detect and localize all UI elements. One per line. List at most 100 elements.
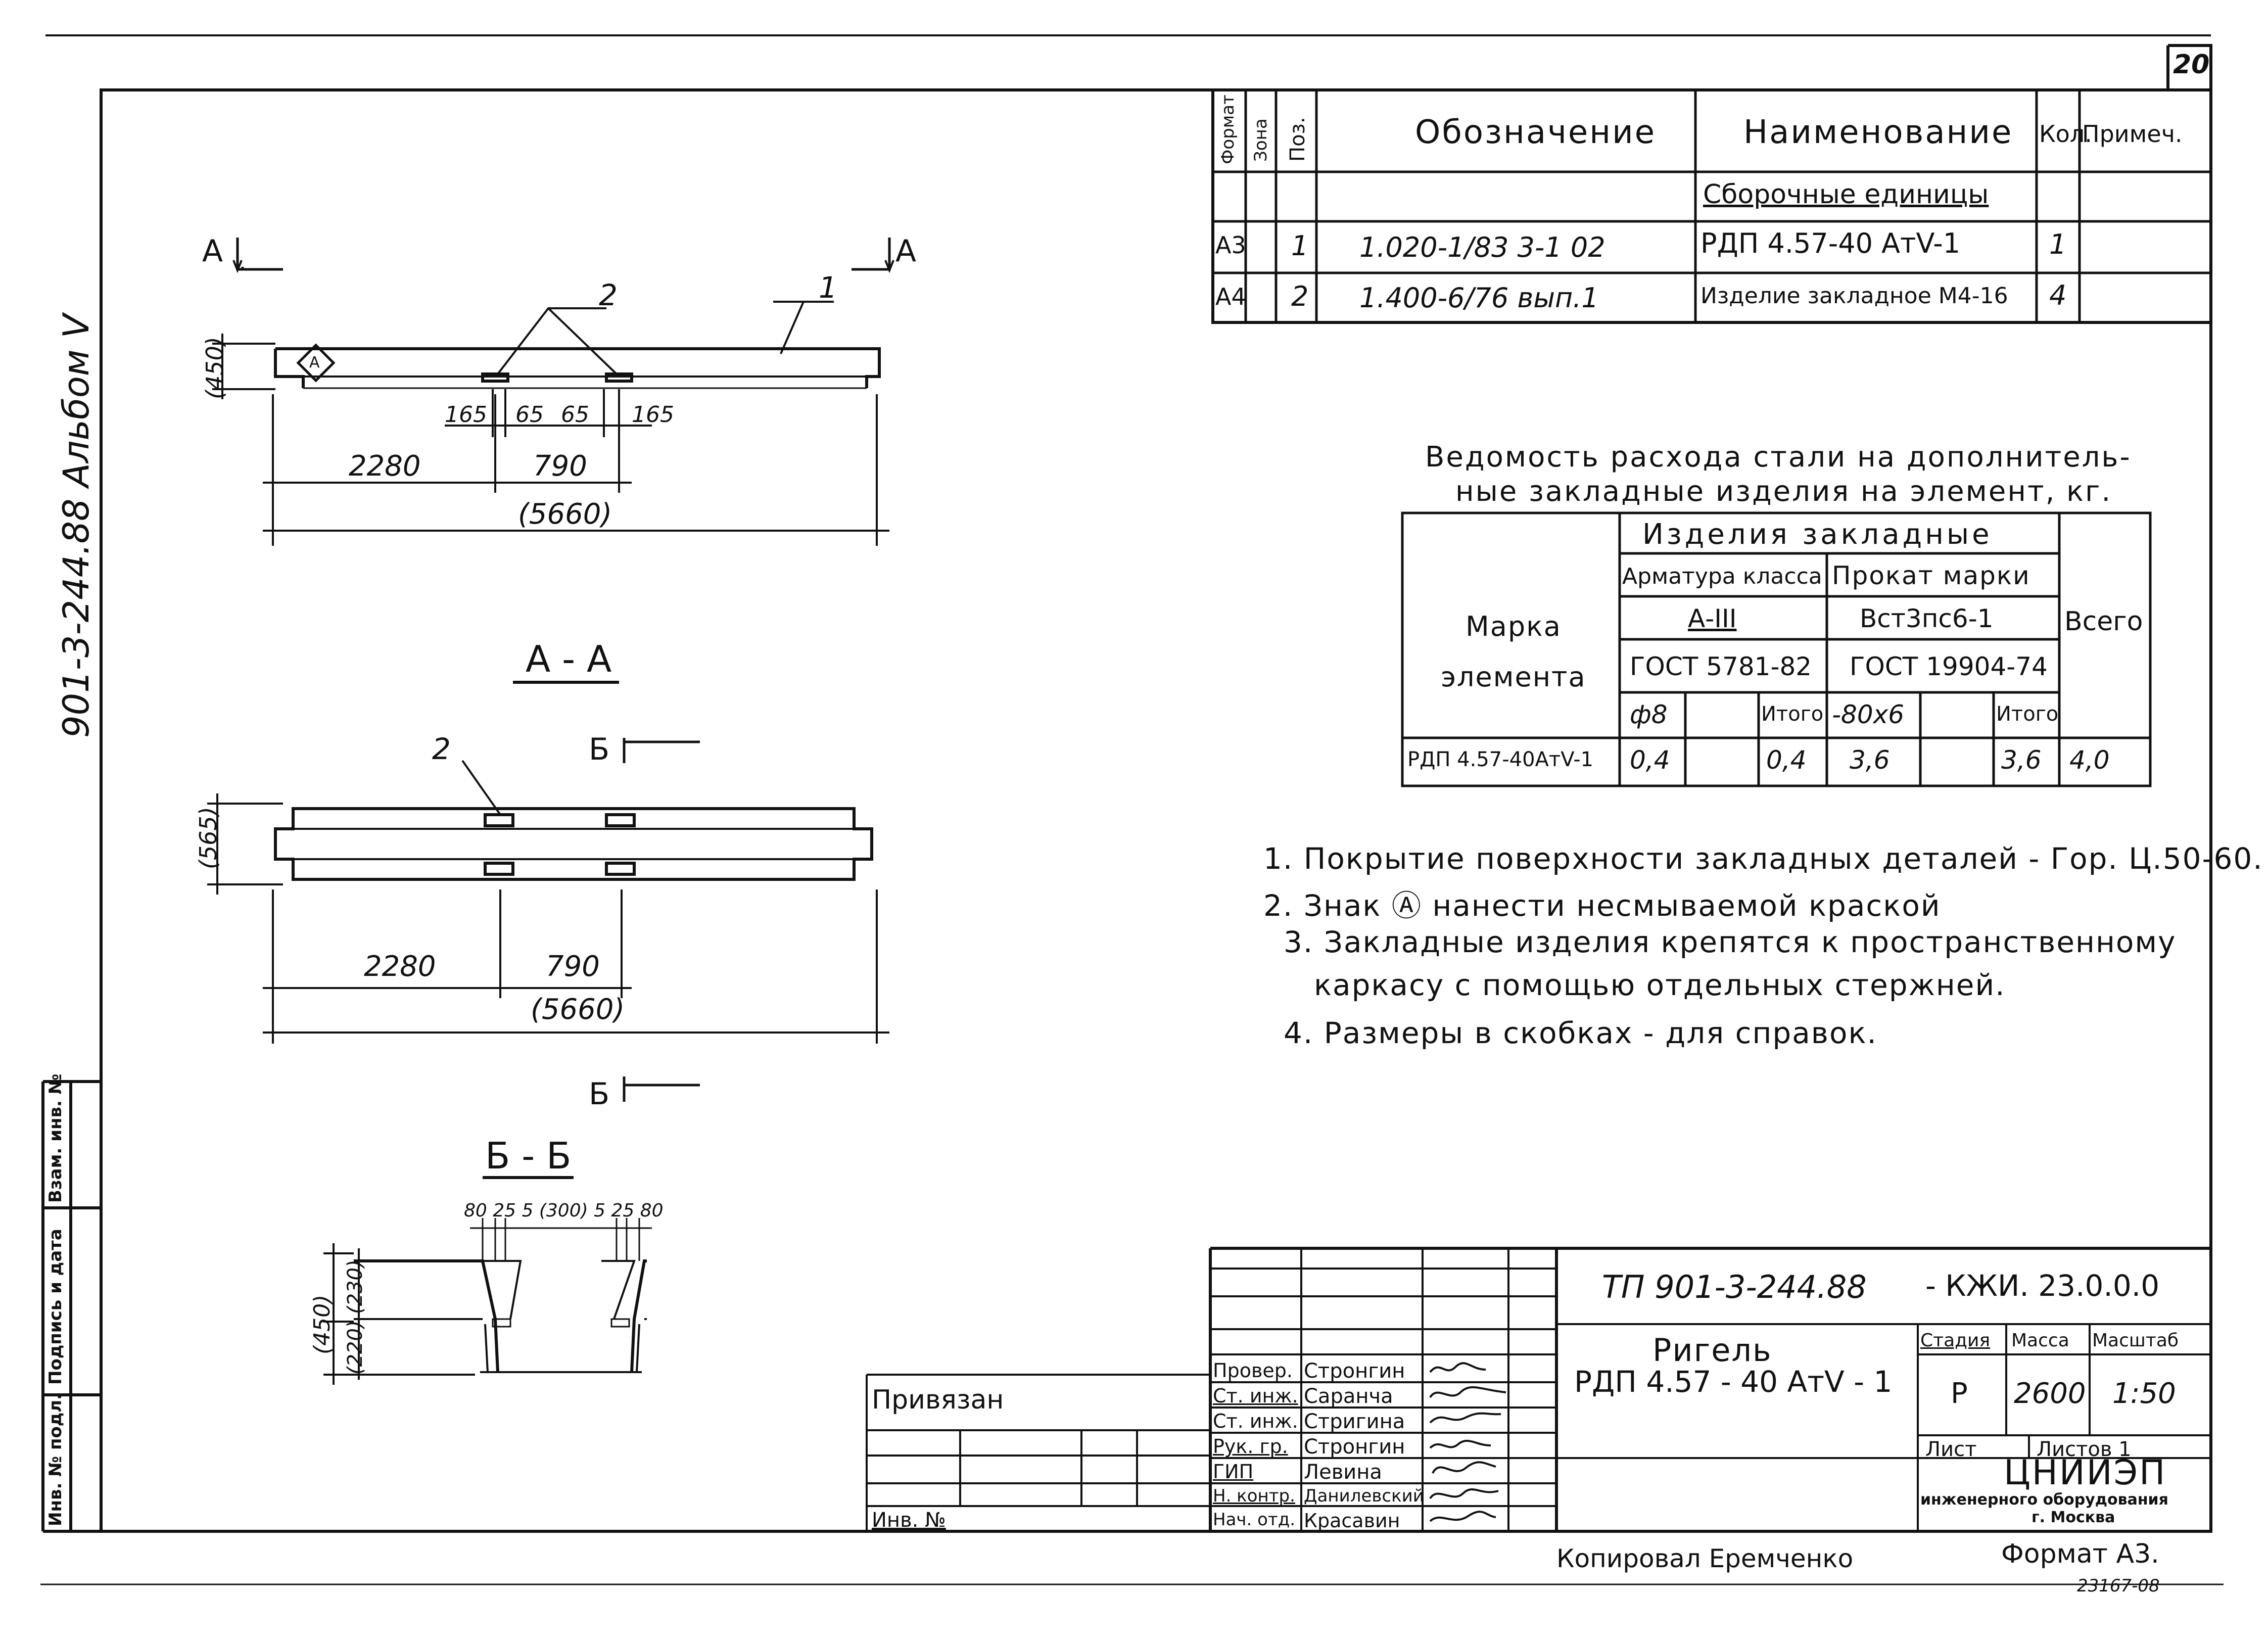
side-strip-vzam-inv: Взам. инв. № [45, 1073, 66, 1203]
diamond-mark [296, 343, 336, 383]
spec-row-1-pos: 1 [1291, 230, 1309, 262]
spec-row-2-designation: 1.400-6/76 вып.1 [1359, 282, 1599, 314]
spec-row-1-format: А3 [1215, 231, 1246, 259]
spec-row-2-qty: 4 [2049, 279, 2067, 311]
note-2: 2. Знак Ⓐ нанести несмываемой краской [1263, 888, 1941, 923]
part-title-1: Ригель [1652, 1332, 1772, 1369]
doc-code: ТП 901-3-244.88 [1602, 1269, 1867, 1305]
stage-value: Р [1951, 1377, 1968, 1410]
org-name: ЦНИИЭП [2004, 1453, 2167, 1493]
steel-title-1: Ведомость расхода стали на дополнитель- [1425, 441, 2132, 474]
beam-elevation [212, 238, 894, 546]
section-a-mark-left: А [202, 233, 223, 269]
embed-item-mid-2 [605, 813, 636, 827]
privyazan-label: Привязан [872, 1385, 1004, 1415]
steel-itogo-rebar: Итого [1761, 702, 1824, 726]
signatures [1429, 1362, 1506, 1522]
steel-total-header: Всего [2064, 606, 2143, 637]
spec-row-1-designation: 1.020-1/83 3-1 02 [1359, 231, 1605, 263]
note-4: 4. Размеры в скобках - для справок. [1284, 1016, 1877, 1050]
staff-role-2: Ст. инж. [1213, 1385, 1298, 1407]
dim-220-bottom: (220) [344, 1320, 367, 1375]
section-b-mark-bottom: Б [589, 1076, 610, 1112]
spec-header-designation: Обозначение [1415, 114, 1657, 151]
staff-role-7: Нач. отд. [1213, 1510, 1296, 1530]
staff-name-2: Саранча [1304, 1385, 1393, 1408]
archive-number: 23167-08 [2077, 1576, 2160, 1596]
mass-value: 2600 [2014, 1377, 2086, 1410]
embed-item-top-2 [605, 372, 633, 383]
steel-rebar-gost: ГОСТ 5781-82 [1630, 652, 1812, 681]
steel-rolled-gost: ГОСТ 19904-74 [1850, 652, 2048, 681]
dim-790-top: 790 [533, 450, 587, 483]
inv-no-label: Инв. № [872, 1509, 946, 1532]
staff-role-1: Провер. [1213, 1359, 1293, 1382]
embed-item-mid-3 [484, 862, 514, 876]
steel-rolled-size: -80х6 [1832, 700, 1905, 729]
dim-height-top: (450) [201, 337, 228, 399]
spec-row-2-pos: 2 [1291, 280, 1309, 312]
side-strip-sign-date: Подпись и дата [45, 1229, 66, 1385]
dim-790-mid: 790 [546, 950, 600, 983]
steel-row-rolled-total: 3,6 [2001, 745, 2042, 775]
page-number-box [2166, 44, 2212, 90]
diamond-letter: А [309, 354, 320, 371]
side-strip [41, 1080, 101, 1533]
dim-450-bottom: (450) [309, 1294, 335, 1354]
steel-rebar-grade: А-III [1688, 604, 1737, 633]
album-label: 901-3-244.88 Альбом V [56, 314, 97, 738]
staff-role-6: Н. контр. [1213, 1486, 1295, 1506]
doc-suffix: - КЖИ. 23.0.0.0 [1925, 1269, 2160, 1303]
section-b-mark-top: Б [589, 732, 610, 767]
scale-value: 1:50 [2112, 1377, 2176, 1410]
scale-label: Масштаб [2092, 1330, 2179, 1351]
spec-header-note: Примеч. [2082, 120, 2183, 148]
steel-rebar-class: Арматура класса [1622, 564, 1822, 589]
note-3-cont: каркасу с помощью отдельных стержней. [1314, 968, 2006, 1002]
spec-header-name: Наименование [1743, 114, 2013, 151]
steel-rebar-dia: ф8 [1630, 700, 1668, 729]
format-label: Формат А3. [2001, 1539, 2159, 1569]
steel-row-mark: РДП 4.57-40АтV-1 [1407, 748, 1594, 771]
title-block-frame [866, 1247, 2211, 1531]
spec-section-title: Сборочные единицы [1703, 179, 1989, 210]
staff-role-4: Рук. гр. [1213, 1435, 1288, 1458]
dim-65-left: 65 [515, 402, 544, 428]
steel-row-rebar-total: 0,4 [1766, 745, 1807, 775]
steel-row-rebar: 0,4 [1630, 745, 1670, 775]
copied-by: Копировал Еремченко [1556, 1544, 1854, 1573]
steel-title-2: ные закладные изделия на элемент, кг. [1455, 475, 2112, 508]
dim-total-top: (5660) [518, 498, 612, 531]
spec-header-zone: Зона [1251, 118, 1271, 162]
spec-row-1-name: РДП 4.57-40 АтV-1 [1700, 227, 1961, 259]
embed-item-top-1 [481, 372, 509, 383]
steel-col-mark: Марка элемента [1441, 611, 1586, 693]
spec-header-pos: Поз. [1286, 117, 1309, 162]
staff-name-5: Левина [1304, 1461, 1382, 1484]
dim-230-bottom: (230) [344, 1259, 367, 1314]
dim-2280-mid: 2280 [364, 950, 436, 983]
steel-rolled-grade: Вст3пс6-1 [1860, 604, 1994, 633]
part-title-2: РДП 4.57 - 40 АтV - 1 [1574, 1365, 1893, 1399]
staff-name-7: Красавин [1304, 1510, 1400, 1532]
spec-row-2-format: А4 [1215, 283, 1246, 310]
dim-165-left: 165 [445, 402, 487, 428]
staff-name-6: Данилевский [1304, 1486, 1424, 1506]
section-a-mark-right: А [895, 233, 917, 269]
section-a-a [207, 681, 889, 1102]
sheet-label: Лист [1925, 1438, 1977, 1461]
pos-1-label-top: 1 [819, 270, 837, 305]
section-b-b [323, 1176, 652, 1385]
embed-item-mid-4 [605, 862, 636, 876]
pos-2-label-top: 2 [599, 278, 618, 312]
sheets-label: Листов 1 [2037, 1438, 2132, 1461]
page-number: 20 [2173, 50, 2210, 80]
spec-row-2-name: Изделие закладное М4-16 [1700, 283, 2008, 309]
dim-total-mid: (5660) [531, 993, 625, 1026]
steel-table-frame [1401, 511, 2152, 787]
side-strip-inv-orig: Инв. № подл. [45, 1393, 66, 1526]
steel-rolled-mark: Прокат марки [1832, 561, 2030, 590]
dim-top-chain-bottom: 80 25 5 (300) 5 25 80 [464, 1200, 664, 1221]
staff-role-3: Ст. инж. [1213, 1410, 1298, 1432]
